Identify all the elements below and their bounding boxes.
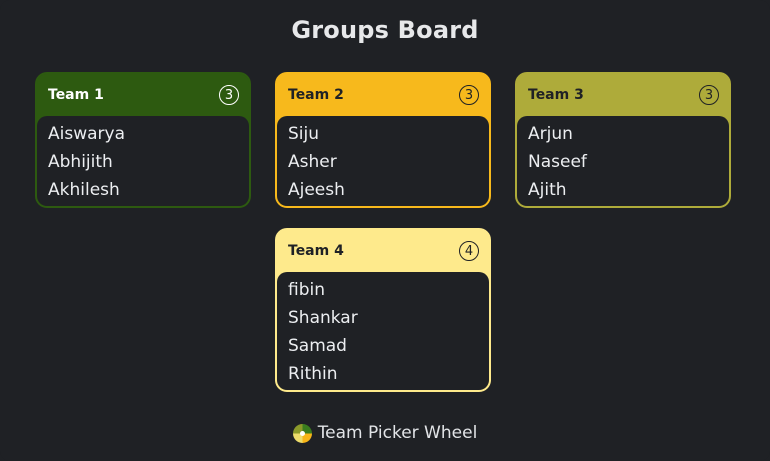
team-name: Team 3 <box>528 87 584 103</box>
team-card-3: Team 3 3 Arjun Naseef Ajith <box>515 72 731 208</box>
list-item: Ajeesh <box>288 180 345 200</box>
list-item: Samad <box>288 336 347 356</box>
team-card-2: Team 2 3 Siju Asher Ajeesh <box>275 72 491 208</box>
team-card-header: Team 4 4 <box>277 230 489 272</box>
team-card-header: Team 3 3 <box>517 74 729 116</box>
team-card-1: Team 1 3 Aiswarya Abhijith Akhilesh <box>35 72 251 208</box>
member-list: Aiswarya Abhijith Akhilesh <box>37 116 249 206</box>
member-list: fibin Shankar Samad Rithin <box>277 272 489 390</box>
list-item: Abhijith <box>48 152 113 172</box>
member-list: Siju Asher Ajeesh <box>277 116 489 206</box>
member-count-badge: 3 <box>219 85 239 105</box>
team-card-4: Team 4 4 fibin Shankar Samad Rithin <box>275 228 491 392</box>
team-name: Team 2 <box>288 87 344 103</box>
list-item: Rithin <box>288 364 338 384</box>
team-name: Team 4 <box>288 243 344 259</box>
team-card-header: Team 1 3 <box>37 74 249 116</box>
member-count-badge: 4 <box>459 241 479 261</box>
wheel-logo-icon <box>292 423 312 443</box>
list-item: Asher <box>288 152 337 172</box>
list-item: Akhilesh <box>48 180 120 200</box>
list-item: fibin <box>288 280 325 300</box>
footer-brand[interactable]: Team Picker Wheel <box>0 423 770 443</box>
page-title: Groups Board <box>291 16 479 44</box>
footer-label: Team Picker Wheel <box>317 423 478 443</box>
member-count-badge: 3 <box>699 85 719 105</box>
list-item: Ajith <box>528 180 567 200</box>
list-item: Shankar <box>288 308 358 328</box>
member-list: Arjun Naseef Ajith <box>517 116 729 206</box>
team-name: Team 1 <box>48 87 104 103</box>
list-item: Arjun <box>528 124 573 144</box>
list-item: Aiswarya <box>48 124 125 144</box>
member-count-badge: 3 <box>459 85 479 105</box>
list-item: Naseef <box>528 152 587 172</box>
list-item: Siju <box>288 124 320 144</box>
team-card-header: Team 2 3 <box>277 74 489 116</box>
